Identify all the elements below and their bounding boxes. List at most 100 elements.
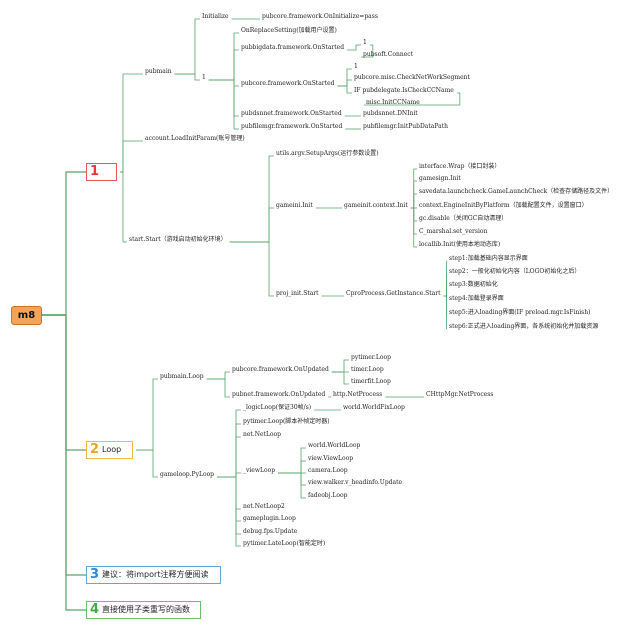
connector-n6-n7 [347,44,361,51]
node-n21: gameini.Init [276,202,313,209]
node-n49: pytimer.Loop(脚本补帧定时器) [243,418,330,425]
connector-n4-n14 [208,79,239,117]
node-n13: misc.InitCCName [366,99,420,106]
node-n56: fadeobj.Loop [308,492,348,499]
connector-n46-n60 [217,476,241,547]
node-n33: step2：一般化初始化内容（LOGO初始化之后） [449,268,581,275]
connector-n19-n21 [229,207,274,243]
connector-mb0-n19 [120,171,127,243]
connector-root-branch-2 [41,314,86,451]
node-n32: step1:加载基础内容显示界面 [449,255,528,262]
branch-number-4: 4 [90,602,100,617]
node-n20: utils.argv.SetupArgs(运行参数设置) [276,150,379,157]
node-n29: locallib.Init(使用本地动态库) [419,241,501,248]
connector-n38-n43 [206,378,230,398]
connector-n51-n56 [278,472,306,499]
node-n43: pubnet.framework.OnUpdated [232,391,326,398]
connector-n7-n8 [361,44,374,58]
node-n53: view.ViewLoop [308,455,354,462]
node-n12: IF pubdelegate.IsCheckCCName [354,87,454,94]
node-n46: gameloop.PyLoop [160,471,215,478]
connector-n46-n57 [217,476,241,510]
node-n27: gc.disable（关闭GC自动清理） [419,215,508,222]
connector-n9-n11 [337,79,352,87]
branch-label-4: 直接使用子类重写的函数 [102,605,191,614]
branch-number-1: 1 [90,164,100,179]
node-n48: world.WorldFixLoop [343,404,405,411]
node-n16: pubfilemgr.framework.OnStarted [241,123,343,130]
node-n38: pubmain.Loop [160,373,204,380]
connector-n4-n16 [208,79,239,130]
node-n19: start.Start（游戏启动初始化环境） [129,236,227,243]
root-node: m8 [11,306,42,325]
connector-n19-n20 [229,155,274,243]
node-n39: pubcore.framework.OnUpdated [232,366,329,373]
node-n31: CproProcess.GetInstance.Start [346,290,441,297]
node-n47: _logicLoop(保证30帧/s) [243,404,312,411]
node-n15: pubdsnnet.DNInit [363,110,418,117]
node-n51: _viewLoop [243,467,276,474]
connector-n31-n37 [443,295,447,330]
node-n45: CHttpMgr.NetProcess [426,391,494,398]
connector-n38-n39 [206,371,230,380]
connector-n46-n49 [217,423,241,478]
node-n25: savedata.launchcheck.GameLaunchCheck（检查存… [419,188,614,195]
node-n57: net.NetLoop2 [243,503,285,510]
node-n4: 1 [202,74,206,81]
node-n1: pubmain [145,68,172,75]
connector-n22-n25 [410,193,417,209]
node-n5: OnReplaceSetting(加载用户设置) [241,27,337,34]
connector-n46-n50 [217,436,241,478]
connector-n51-n52 [278,447,306,474]
branch-number-3: 3 [90,567,100,582]
node-n37: step6:正式进入loading界面，各系统初始化并加载资源 [449,323,599,330]
branch-label-3: 建议：将import注释方便阅读 [102,570,209,579]
node-n42: timerfit.Loop [351,378,391,385]
connector-n9-n10 [337,68,352,87]
node-n24: gamesign.Init [419,175,461,182]
node-n60: pytimer.LateLoop(智能定时) [243,540,326,547]
connector-n12-n13 [364,92,461,106]
node-n22: gameinit.context.Init [344,202,408,209]
node-n14: pubdsnnet.framework.OnStarted [241,110,342,117]
node-n2: Initialize [202,13,229,20]
connector-n31-n34 [443,286,447,297]
node-n17: pubfilemgr.InitPubDataPath [363,123,448,130]
node-n26: context.EngineInitByPlatform（加载配置文件，设置窗口… [419,202,588,209]
node-n40: pytimer.Loop [351,354,391,361]
node-n55: view.walker.v_headinfo.Update [308,479,403,486]
connector-n1-n4 [174,73,200,81]
node-n44: http.NetProcess [333,391,383,398]
connector-n22-n29 [410,207,417,248]
node-n10: 1 [354,63,358,70]
main-branch-1: 1 [86,163,117,181]
connector-n39-n40 [331,359,349,373]
connector-mb1-n38 [136,378,158,451]
node-n23: interface.Wrap（接口封装） [419,163,501,170]
node-n35: step4:加载登录界面 [449,295,504,302]
node-n30: proj_init.Start [276,290,319,297]
branch-number-2: 2 [90,442,100,457]
node-n58: gameplugin.Loop [243,515,296,522]
connector-mb0-n18 [120,140,143,173]
connector-mb1-n46 [136,449,158,478]
node-n28: C_marshal.set_version [419,228,488,235]
connector-n9-n12 [337,85,352,94]
node-n7: 1 [363,39,367,46]
connector-n4-n6 [208,49,239,81]
connector-n1-n2 [174,18,200,75]
connector-n46-n58 [217,476,241,522]
node-n59: debug.fps.Update [243,528,298,535]
connector-mb0-n1 [120,73,143,173]
connector-n4-n5 [208,32,239,81]
node-n3: pubcore.framework.OnInitialize=pass [262,13,378,20]
node-n36: step5:进入loading界面(IF preload.mgr.IsFinis… [449,309,591,316]
connector-n46-n47 [217,409,241,478]
connector-root-branch-1 [41,171,86,316]
connector-n46-n59 [217,476,241,535]
branch-label-2: Loop [102,445,122,454]
node-n8: pubsoft.Connect [363,51,414,58]
